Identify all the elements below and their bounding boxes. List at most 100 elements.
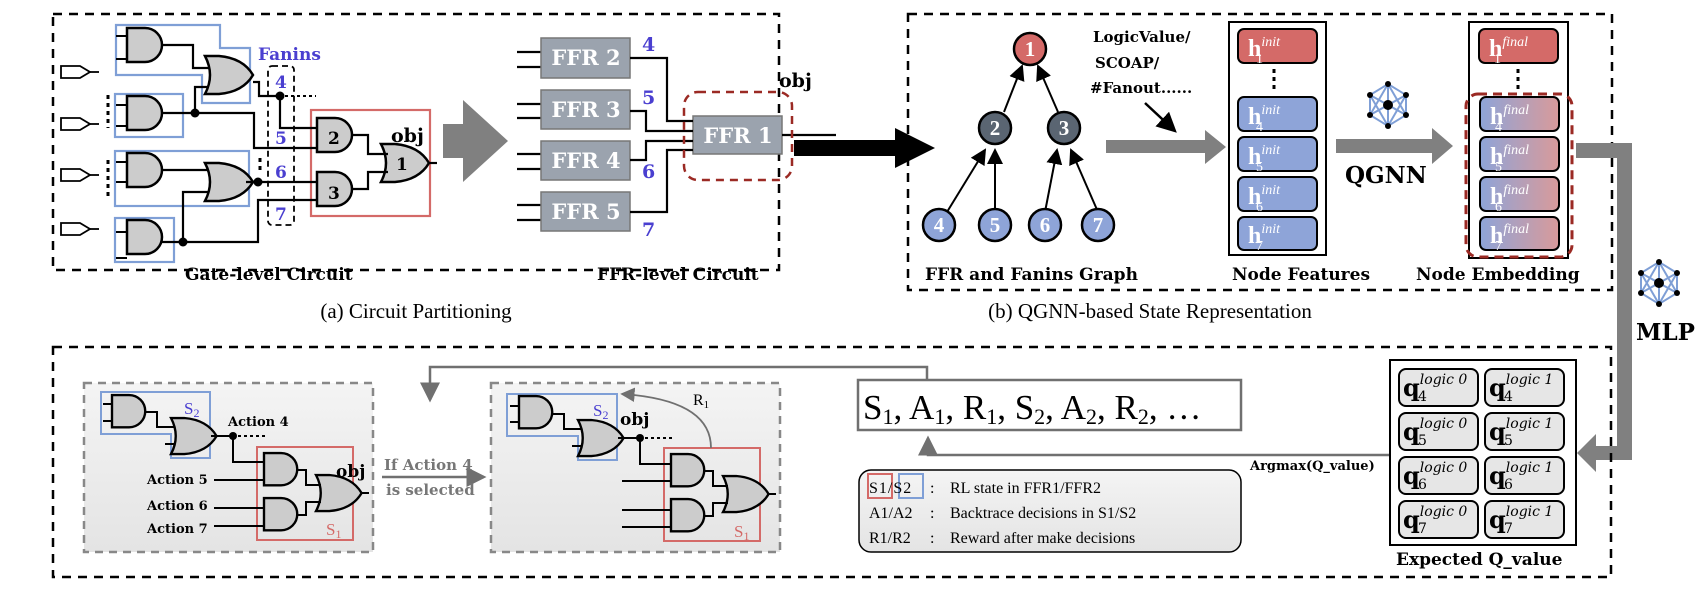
gate-label: 2 [328,129,340,149]
graph-node-label: 3 [1059,116,1070,140]
feature-note: LogicValue/ SCOAP/ #Fanout...... [1090,28,1192,97]
svg-text:qlogic 04: qlogic 04 [1403,372,1467,405]
gate-label: 3 [328,184,340,204]
ffr-block-label: FFR 2 [551,45,620,70]
graph-node-7 [1080,207,1116,243]
legend-desc: RL state in FFR1/FFR2 [950,480,1101,497]
obj-label: obj [391,125,424,147]
graph-node-label: 1 [1025,37,1036,61]
argmax-arrow [918,435,1392,457]
legend-key: S1/S2 [869,480,912,497]
action-label: Action 7 [146,522,208,537]
reward-label: R1 [693,392,709,411]
q-table-title: Expected Q_value [1396,550,1563,570]
gate-level-circuit: Fanins 4 5 6 7 2 3 1 obj Gate-level Circ… [60,23,437,285]
transition-line: If Action 4 [384,456,473,474]
svg-text:qlogic 15: qlogic 15 [1489,416,1553,449]
svg-text:qlogic 06: qlogic 06 [1403,460,1467,493]
rl-state-before: Action 4 Action 5 Action 6 Action 7 obj … [82,381,375,554]
qgnn-label: QGNN [1345,162,1427,189]
fanins-label: Fanins [258,45,321,65]
s2-label: S2 [593,401,608,422]
graph-node-label: 7 [1093,213,1104,237]
action-label: Action 4 [227,415,289,430]
panel-c-frame [51,345,1613,579]
embedding-to-q-arrow [1576,143,1632,472]
node-embedding-title: Node Embedding [1416,265,1580,285]
svg-text::: : [930,480,934,497]
svg-text:qlogic 17: qlogic 17 [1489,504,1553,537]
node-features-title: Node Features [1232,265,1370,285]
ffr-target-label: FFR 1 [703,123,772,148]
graph-node-1 [1012,31,1048,67]
legend-desc: Backtrace decisions in S1/S2 [950,505,1136,522]
gate-label: 1 [396,155,408,175]
ffr-fanins-graph: 1 2 3 4 5 6 7 FFR and Fanins Graph [921,31,1138,285]
ffr-level-title: FFR-level Circuit [597,265,759,285]
graph-node-label: 4 [934,213,945,237]
rl-state-after: obj S2 S1 R1 [489,381,782,554]
graph-node-6 [1027,207,1063,243]
feature-note-line: SCOAP/ [1095,54,1160,72]
gate-level-title: Gate-level Circuit [185,265,353,285]
partition-arrow [443,100,508,182]
feature-note-line: #Fanout...... [1090,79,1192,97]
fanin-number: 7 [275,205,287,225]
graph-to-features-arrow [1106,130,1226,164]
ffr-number: 4 [642,34,655,56]
ffr-block-label: FFR 5 [551,199,620,224]
transition-label: If Action 4 is selected [384,456,475,499]
graph-node-2 [977,110,1013,146]
argmax-label: Argmax(Q_value) [1249,459,1375,474]
trajectory-feedback-arrow [420,365,929,403]
panel-b-caption: (b) QGNN-based State Representation [988,299,1312,323]
mlp-network-icon [1638,259,1680,307]
graph-node-5 [977,207,1013,243]
fanin-number: 4 [275,73,287,93]
ffr-number: 5 [642,87,655,109]
qgnn-arrow [1336,128,1453,164]
ffr-to-graph-arrow [794,128,935,168]
s1-label: S1 [734,522,749,543]
obj-label: obj [336,462,365,482]
legend-key: A1/A2 [869,505,913,522]
qgnn-network-icon [1367,81,1409,129]
obj-label: obj [620,410,649,430]
feature-note-line: LogicValue/ [1093,28,1191,46]
graph-title: FFR and Fanins Graph [925,265,1138,285]
trajectory-sequence: S1, A1, R1, S2, A2, R2, … [863,388,1201,429]
legend-key: R1/R2 [869,530,911,547]
legend-desc: Reward after make decisions [950,530,1135,547]
svg-text:qlogic 07: qlogic 07 [1403,504,1467,537]
legend-box: S1/S2 : RL state in FFR1/FFR2 A1/A2 : Ba… [858,469,1242,553]
feature-note-arrow [1144,102,1177,133]
panel-b-frame [906,12,1614,292]
fanin-number: 5 [275,129,287,149]
svg-text:qlogic 05: qlogic 05 [1403,416,1467,449]
transition-line: is selected [386,481,475,499]
trajectory-box: S1, A1, R1, S2, A2, R2, … [856,378,1243,432]
mlp-label: MLP [1636,319,1695,346]
s1-label: S1 [326,520,341,541]
ffr-level-circuit: FFR 2 FFR 3 FFR 4 FFR 5 FFR 1 4 5 6 7 ob… [517,34,836,285]
graph-node-label: 6 [1040,213,1051,237]
